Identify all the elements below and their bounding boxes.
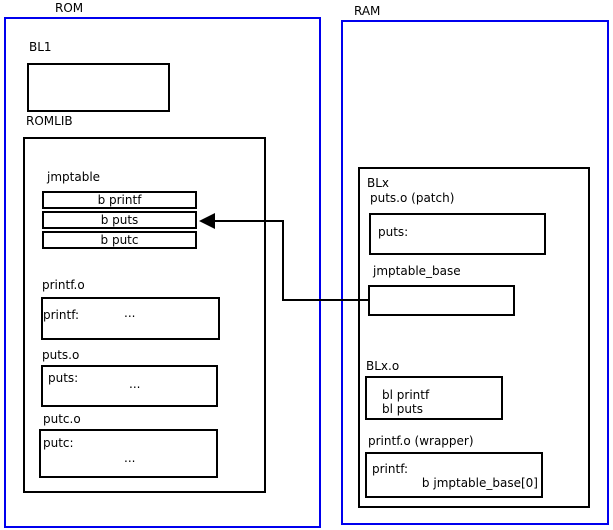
jmptable-row-b-putc: b putc	[42, 231, 197, 249]
putc-o-label: putc.o	[43, 412, 81, 426]
jmptable-label: jmptable	[47, 170, 101, 184]
romlib-label: ROMLIB	[26, 114, 73, 128]
printf-wrapper-box: printf: b jmptable_base[0]	[365, 452, 543, 498]
puts-patch-label: puts.o (patch)	[370, 191, 455, 205]
printf-o-box: printf: ...	[41, 297, 220, 340]
jmptable-row-b-puts: b puts	[42, 211, 197, 229]
ram-section-label: RAM	[354, 4, 381, 18]
bl1-box	[27, 63, 170, 112]
bl1-label: BL1	[29, 40, 52, 54]
jmptable-base-label: jmptable_base	[373, 264, 461, 278]
printf-wrapper-body: b jmptable_base[0]	[421, 476, 538, 490]
printf-symbol: printf:	[43, 308, 80, 322]
printf-wrapper-label: printf.o (wrapper)	[368, 434, 474, 448]
blx-o-line-bl-puts: bl puts	[382, 402, 423, 416]
jmptable-row-b-printf: b printf	[42, 191, 197, 209]
putc-o-box: putc: ...	[39, 429, 218, 478]
printf-wrapper-symbol: printf:	[372, 462, 409, 476]
blx-o-label: BLx.o	[366, 359, 400, 373]
printf-o-label: printf.o	[42, 278, 85, 292]
blx-o-box: bl printf bl puts	[365, 376, 503, 420]
putc-body-ellipsis: ...	[124, 451, 136, 465]
putc-symbol: putc:	[43, 436, 74, 450]
puts-o-label: puts.o	[42, 348, 80, 362]
puts-o-box: puts: ...	[41, 365, 218, 407]
printf-body-ellipsis: ...	[124, 306, 136, 320]
blx-label: BLx	[367, 176, 390, 190]
puts-patch-box: puts:	[369, 213, 546, 255]
rom-section-label: ROM	[55, 1, 84, 15]
blx-o-line-bl-printf: bl printf	[382, 388, 430, 402]
puts-symbol: puts:	[48, 371, 79, 385]
puts-body-ellipsis: ...	[129, 377, 141, 391]
puts-patch-symbol: puts:	[378, 225, 409, 239]
jmptable-base-box	[368, 285, 515, 316]
